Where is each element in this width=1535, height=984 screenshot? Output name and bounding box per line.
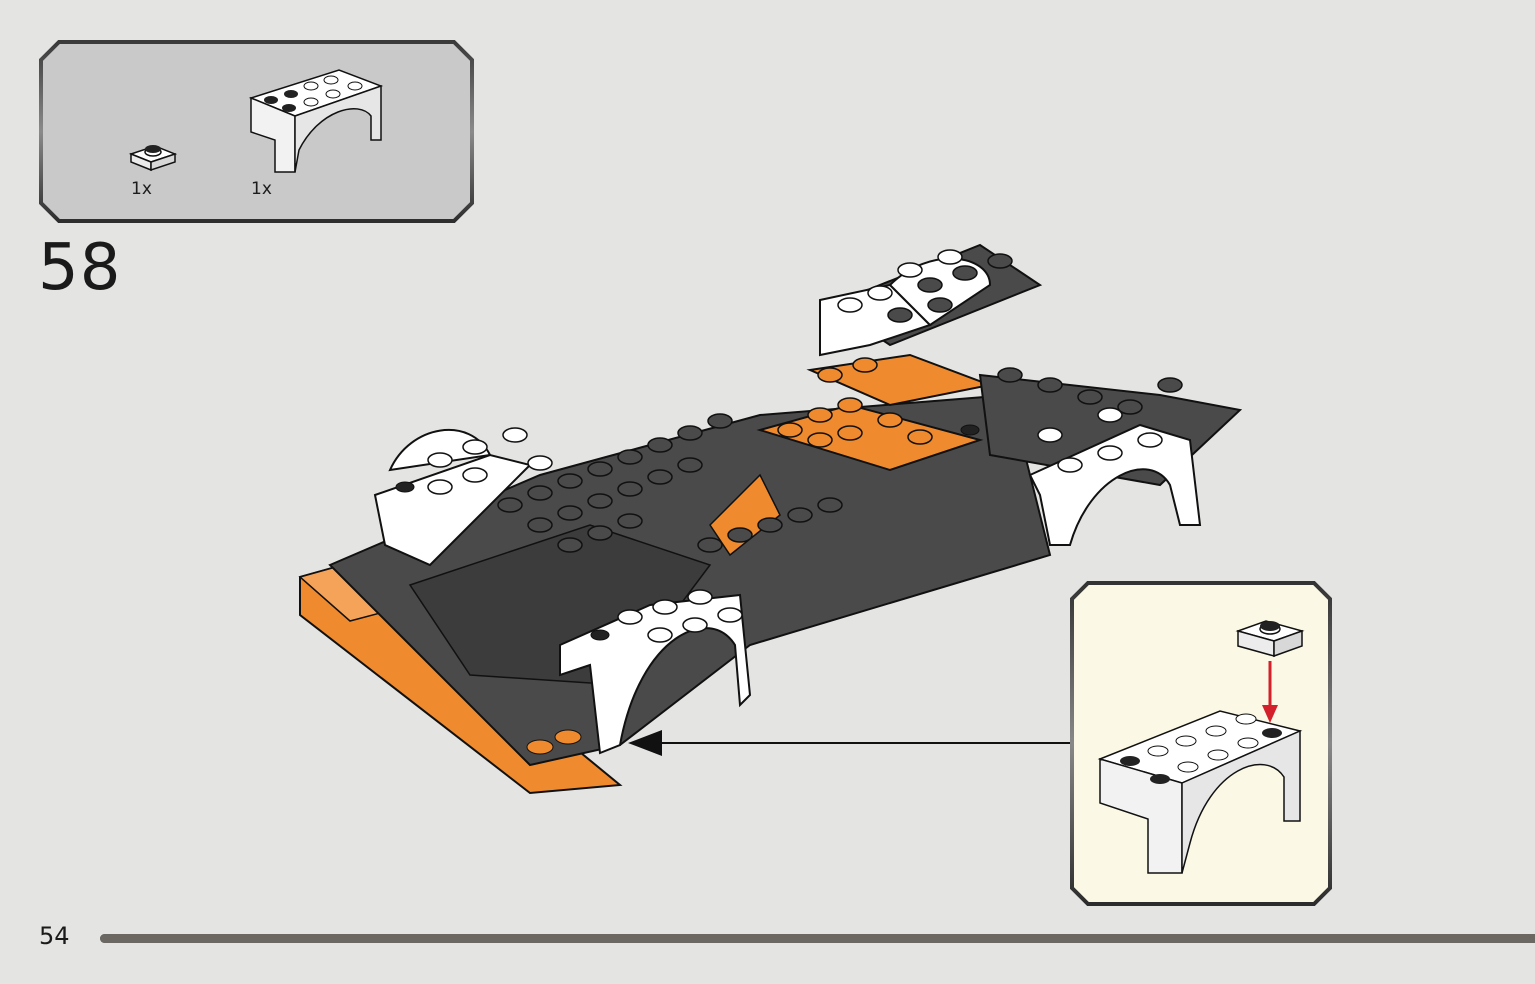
subassembly-callout [1070, 581, 1332, 906]
down-arrow-icon [1262, 661, 1278, 723]
subassembly-callout-frame [1070, 581, 1332, 906]
plate-1x1-icon [1235, 620, 1305, 658]
part-quantity: 1x [131, 179, 152, 199]
car-model-illustration [298, 243, 1243, 795]
mudguard-arch-icon [248, 69, 384, 173]
page-number: 54 [39, 922, 70, 950]
mudguard-arch-icon [1097, 710, 1303, 874]
part-quantity: 1x [251, 179, 272, 199]
parts-callout-frame [39, 40, 474, 223]
plate-1x1-icon [128, 145, 178, 172]
parts-callout: 1x 1x [39, 40, 474, 223]
step-number: 58 [38, 231, 122, 305]
progress-bar-fill [100, 934, 1535, 943]
progress-bar [100, 934, 1535, 943]
